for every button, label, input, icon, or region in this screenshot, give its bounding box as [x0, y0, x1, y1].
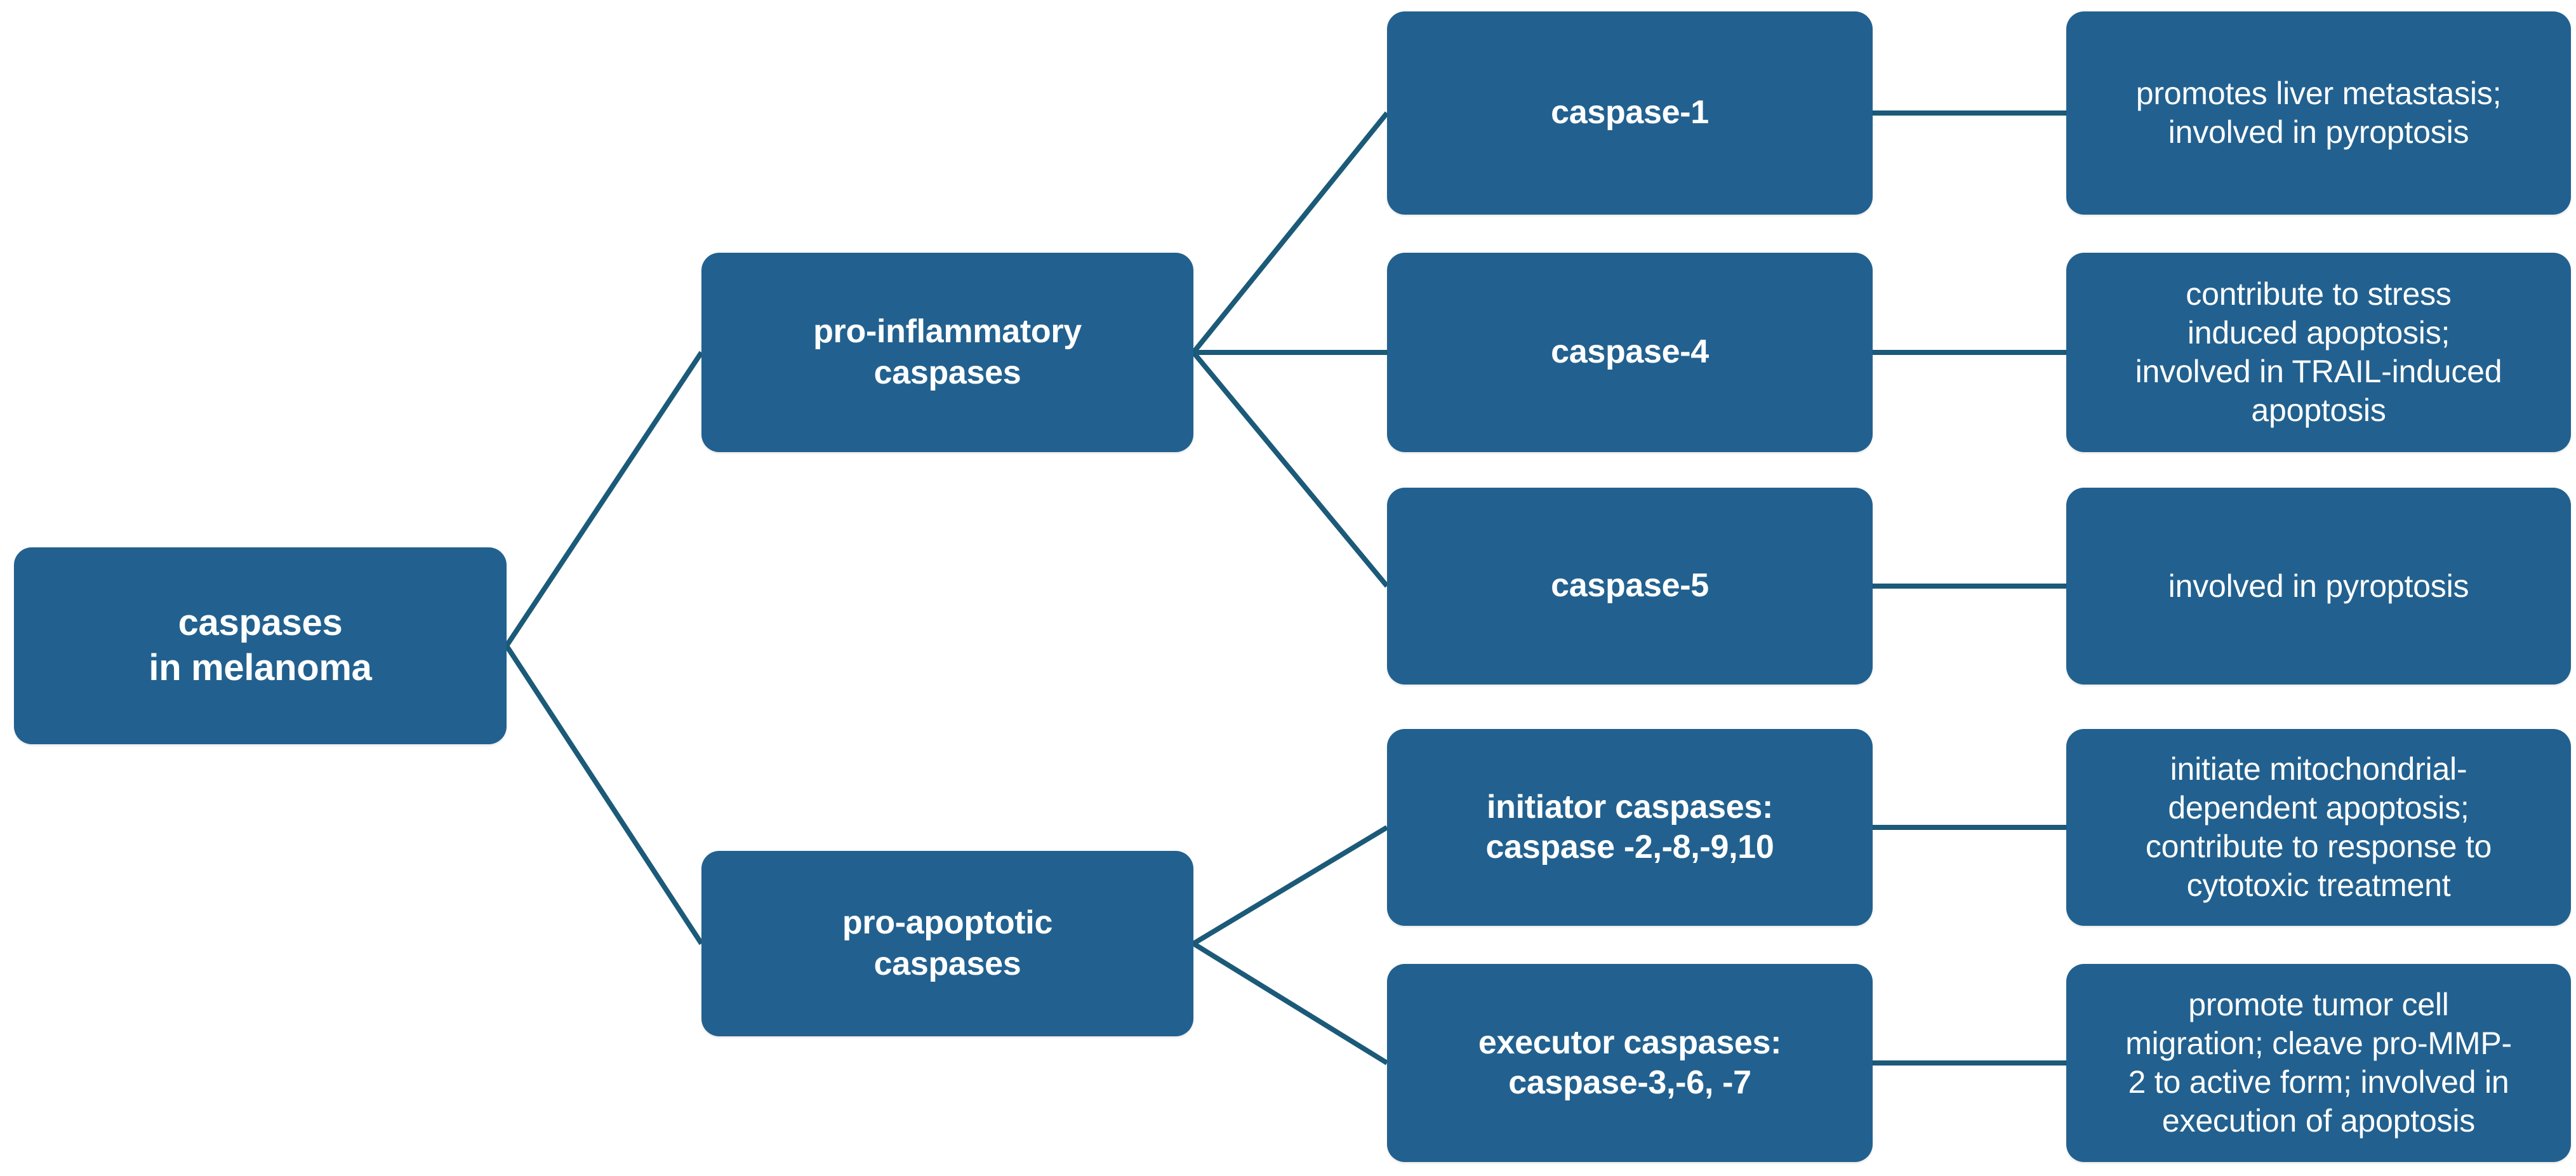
edge-root-to-pro-apoptotic: [504, 644, 704, 945]
node-description-caspase-5[interactable]: involved in pyroptosis: [2066, 488, 2571, 685]
node-label: executor caspases: caspase-3,-6, -7: [1478, 1024, 1782, 1101]
edge-root-to-pro-inflammatory: [504, 351, 704, 648]
edge-pro-apoptotic-to-initiator: [1192, 825, 1389, 946]
node-caspases-in-melanoma[interactable]: caspases in melanoma: [14, 547, 507, 744]
node-label: caspase-5: [1551, 567, 1709, 605]
node-caspase-1[interactable]: caspase-1: [1387, 11, 1873, 215]
node-label: contribute to stress induced apoptosis; …: [2135, 276, 2502, 428]
node-description-caspase-4[interactable]: contribute to stress induced apoptosis; …: [2066, 253, 2571, 452]
edge-pro-inflammatory-to-caspase-5: [1191, 351, 1390, 588]
edge-pro-apoptotic-to-executor: [1192, 941, 1389, 1066]
node-pro-apoptotic-caspases[interactable]: pro-apoptotic caspases: [701, 851, 1193, 1036]
edge-pro-inflammatory-to-caspase-1: [1191, 111, 1390, 354]
node-pro-inflammatory-caspases[interactable]: pro-inflammatory caspases: [701, 253, 1193, 452]
node-label: caspase-4: [1551, 333, 1709, 371]
node-label: caspases in melanoma: [149, 602, 372, 688]
node-label: caspase-1: [1551, 94, 1709, 131]
node-description-executor-caspases[interactable]: promote tumor cell migration; cleave pro…: [2066, 964, 2571, 1162]
node-label: promotes liver metastasis; involved in p…: [2135, 76, 2502, 150]
node-caspase-4[interactable]: caspase-4: [1387, 253, 1873, 452]
node-label: promote tumor cell migration; cleave pro…: [2125, 987, 2512, 1139]
node-label: initiate mitochondrial- dependent apopto…: [2145, 751, 2492, 903]
node-description-initiator-caspases[interactable]: initiate mitochondrial- dependent apopto…: [2066, 729, 2571, 926]
node-label: pro-apoptotic caspases: [842, 904, 1053, 982]
node-executor-caspases[interactable]: executor caspases: caspase-3,-6, -7: [1387, 964, 1873, 1162]
node-caspase-5[interactable]: caspase-5: [1387, 488, 1873, 685]
node-initiator-caspases[interactable]: initiator caspases: caspase -2,-8,-9,10: [1387, 729, 1873, 926]
node-description-caspase-1[interactable]: promotes liver metastasis; involved in p…: [2066, 11, 2571, 215]
node-label: initiator caspases: caspase -2,-8,-9,10: [1485, 788, 1774, 865]
node-label: involved in pyroptosis: [2168, 568, 2469, 604]
node-label: pro-inflammatory caspases: [813, 313, 1082, 391]
